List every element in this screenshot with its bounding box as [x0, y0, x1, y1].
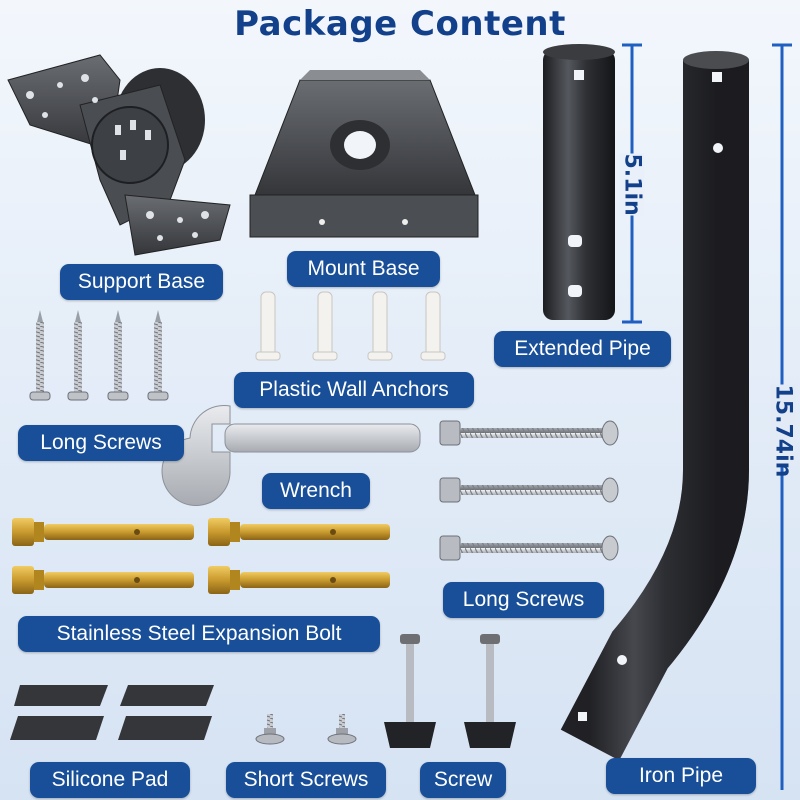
plastic-wall-anchors-label: Plastic Wall Anchors [234, 372, 474, 408]
mount-base-image [249, 70, 479, 238]
iron-pipe-label: Iron Pipe [606, 758, 756, 794]
extended-pipe-image [543, 44, 615, 320]
short-screws-label: Short Screws [226, 762, 386, 798]
short-screws-image [255, 714, 357, 745]
iron-pipe-image [560, 51, 749, 761]
silicone-pads-image [10, 685, 214, 740]
extended-pipe-dimension: 5.1in [619, 153, 645, 216]
long-screws-right-label: Long Screws [443, 582, 604, 618]
expansion-bolts-image [12, 518, 390, 594]
support-base-label: Support Base [60, 264, 223, 300]
long-screws-left-label: Long Screws [18, 425, 184, 461]
wrench-image [161, 404, 421, 506]
wrench-label: Wrench [262, 473, 370, 509]
iron-pipe-dimension: 15.74in [770, 384, 796, 478]
extended-pipe-label: Extended Pipe [494, 331, 671, 367]
knob-screws-image [384, 634, 516, 748]
silicone-pad-label: Silicone Pad [30, 762, 190, 798]
long-screws-right-image [439, 420, 619, 561]
mount-base-label: Mount Base [287, 251, 440, 287]
expansion-bolt-label: Stainless Steel Expansion Bolt [18, 616, 380, 652]
long-screws-left-image [29, 310, 169, 401]
screw-label: Screw [420, 762, 506, 798]
plastic-wall-anchors-image [255, 291, 446, 361]
support-base-image [7, 54, 231, 256]
page-title: Package Content [234, 4, 566, 44]
